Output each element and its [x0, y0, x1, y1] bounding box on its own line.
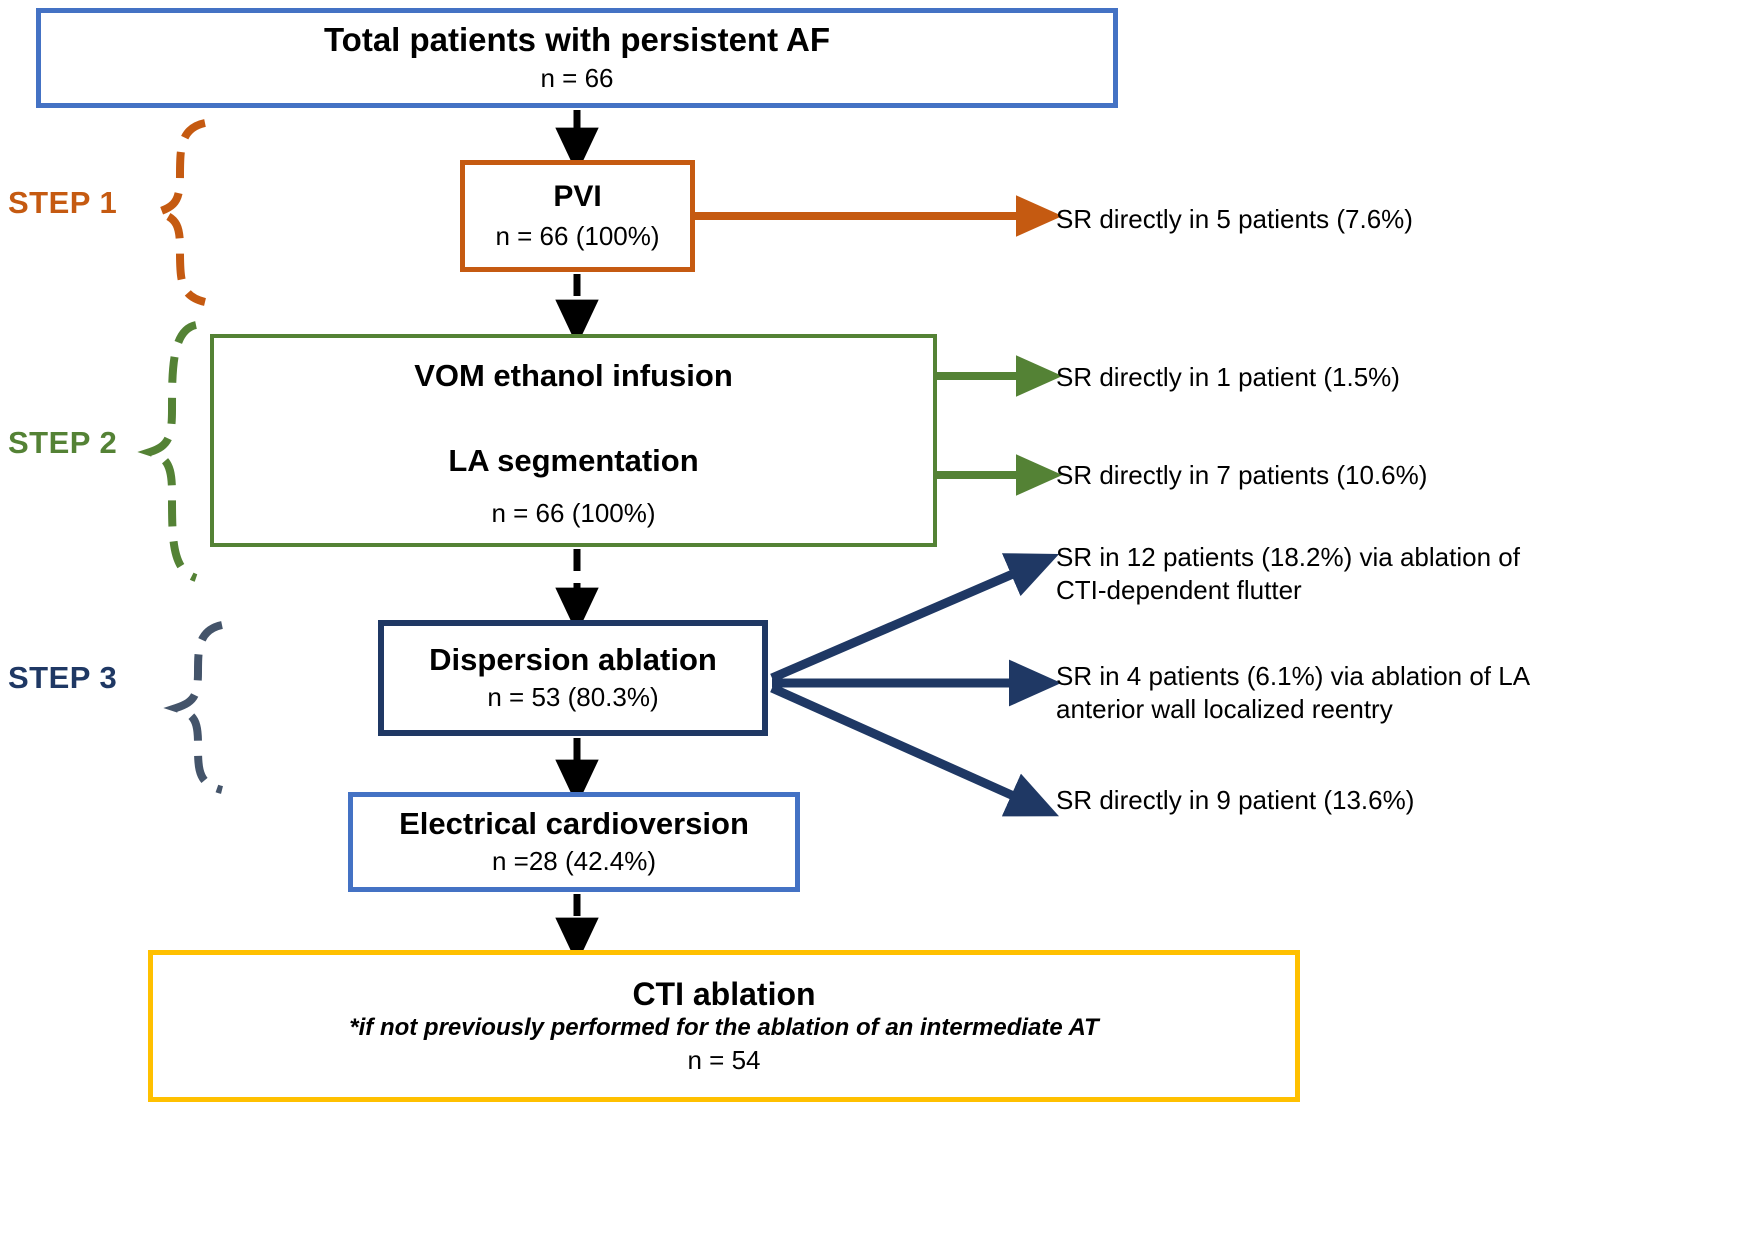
- node-electrical-cardioversion[interactable]: Electrical cardioversion n =28 (42.4%): [348, 792, 800, 892]
- outcome-arrow-6: [770, 683, 1060, 817]
- outcome-label-4-line2: CTI-dependent flutter: [1056, 574, 1302, 605]
- node-pvi[interactable]: PVI n = 66 (100%): [460, 160, 695, 272]
- step-2-label: STEP 2: [8, 425, 118, 460]
- node-cti-ablation-title: CTI ablation: [632, 975, 816, 1012]
- outcome-label-4: SR in 12 patients (18.2%) via ablation o…: [1056, 541, 1746, 606]
- node-electrical-cardioversion-title: Electrical cardioversion: [399, 806, 749, 842]
- node-cti-ablation-note: *if not previously performed for the abl…: [349, 1014, 1099, 1042]
- outcome-arrow-4: [770, 553, 1060, 683]
- node-cti-ablation-count: n = 54: [687, 1044, 761, 1075]
- node-step2-count: n = 66 (100%): [491, 498, 656, 528]
- outcome-label-6: SR directly in 9 patient (13.6%): [1056, 784, 1746, 817]
- step1-bracket: [145, 119, 207, 306]
- node-total-patients-title: Total patients with persistent AF: [323, 21, 831, 59]
- outcome-label-3: SR directly in 7 patients (10.6%): [1056, 459, 1706, 492]
- outcome-label-5-line2: anterior wall localized reentry: [1056, 693, 1393, 724]
- node-pvi-title: PVI: [553, 179, 602, 213]
- outcome-label-1-line1: SR directly in 5 patients (7.6%): [1056, 204, 1413, 234]
- node-electrical-cardioversion-count: n =28 (42.4%): [491, 845, 657, 876]
- step2-bracket: [137, 321, 198, 582]
- node-step2-group[interactable]: VOM ethanol infusion LA segmentation n =…: [210, 334, 937, 547]
- step-3-label: STEP 3: [8, 660, 118, 695]
- step-1-label: STEP 1: [8, 185, 118, 220]
- outcome-label-6-line1: SR directly in 9 patient (13.6%): [1056, 785, 1415, 815]
- outcome-label-3-line1: SR directly in 7 patients (10.6%): [1056, 460, 1428, 490]
- outcome-label-2-line1: SR directly in 1 patient (1.5%): [1056, 362, 1400, 392]
- outcome-label-4-line1: SR in 12 patients (18.2%) via ablation o…: [1056, 542, 1520, 572]
- node-pvi-count: n = 66 (100%): [495, 221, 660, 252]
- node-dispersion-ablation-count: n = 53 (80.3%): [487, 682, 659, 713]
- node-cti-ablation[interactable]: CTI ablation *if not previously performe…: [148, 950, 1300, 1102]
- outcome-label-5-line1: SR in 4 patients (6.1%) via ablation of …: [1056, 661, 1531, 691]
- node-total-patients-count: n = 66: [540, 63, 614, 94]
- node-vom-ethanol-infusion-label: VOM ethanol infusion: [414, 358, 733, 393]
- step3-bracket: [163, 621, 224, 794]
- outcome-label-2: SR directly in 1 patient (1.5%): [1056, 361, 1706, 394]
- node-dispersion-ablation[interactable]: Dispersion ablation n = 53 (80.3%): [378, 620, 768, 736]
- node-dispersion-ablation-title: Dispersion ablation: [429, 641, 717, 677]
- outcome-label-5: SR in 4 patients (6.1%) via ablation of …: [1056, 660, 1746, 725]
- outcome-label-1: SR directly in 5 patients (7.6%): [1056, 203, 1706, 236]
- node-la-segmentation-label: LA segmentation: [448, 443, 699, 478]
- node-total-patients[interactable]: Total patients with persistent AF n = 66: [36, 8, 1118, 108]
